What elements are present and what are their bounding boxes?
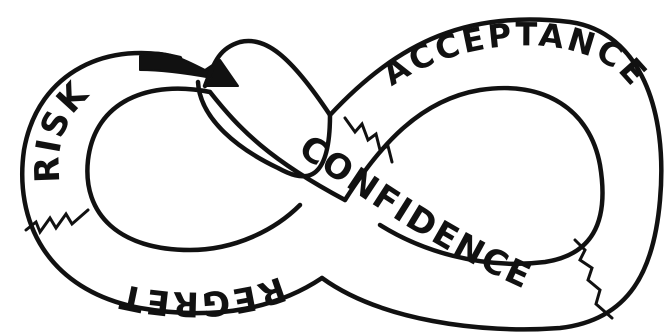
segment-label-regret: REGRET (115, 268, 291, 324)
torn-divider-risk-regret (26, 210, 88, 232)
segment-label-confidence: CONFIDENCE (292, 127, 539, 297)
segment-label-acceptance: ACCEPTANCE (376, 15, 657, 94)
left-loop-inner-edge (87, 89, 300, 250)
torn-divider-acceptance-confidence (575, 240, 612, 318)
arrowhead-icon (140, 53, 238, 86)
